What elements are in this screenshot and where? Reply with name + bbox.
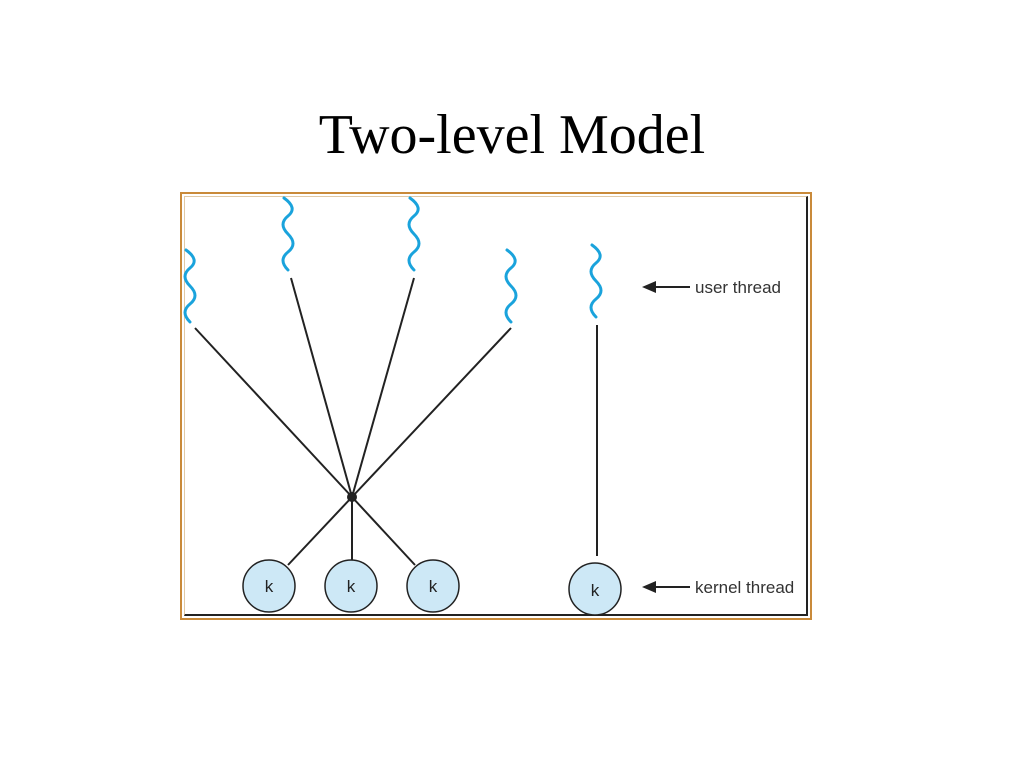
user-thread-wave-2 [281, 196, 295, 272]
connection-line-user-4 [351, 327, 512, 498]
connection-line-user-3 [351, 277, 415, 498]
kernel-thread-circle [568, 562, 622, 616]
kernel-thread-annotation: kernel thread [642, 578, 794, 597]
slide-title: Two-level Model [318, 104, 706, 166]
kernel-thread-letter: k [347, 577, 356, 596]
kernel-threads: k k k k [242, 559, 622, 616]
kernel-thread-arrow-icon [642, 581, 656, 593]
kernel-thread-1: k [242, 559, 296, 613]
user-thread-wave-3 [407, 196, 421, 272]
kernel-thread-label: kernel thread [695, 578, 794, 597]
many-to-many-connections [194, 277, 598, 566]
connection-line-user-2 [290, 277, 353, 498]
kernel-thread-circle [324, 559, 378, 613]
user-thread-annotation: user thread [642, 278, 781, 297]
user-thread-wave-1 [183, 248, 197, 324]
figure-frame [180, 192, 812, 620]
connection-line-user-1 [194, 327, 353, 498]
kernel-thread-letter: k [265, 577, 274, 596]
user-thread-wave-4 [504, 248, 518, 324]
connection-line-kernel-1 [287, 496, 353, 566]
multiplexer-junction-point [347, 492, 357, 502]
kernel-thread-letter: k [429, 577, 438, 596]
user-thread-arrow-icon [642, 281, 656, 293]
kernel-thread-4: k [568, 562, 622, 616]
user-thread-wave-5 [589, 243, 603, 319]
connection-line-kernel-3 [351, 496, 416, 566]
kernel-thread-circle [406, 559, 460, 613]
user-thread-label: user thread [695, 278, 781, 297]
kernel-thread-3: k [406, 559, 460, 613]
kernel-thread-circle [242, 559, 296, 613]
user-threads [183, 196, 603, 324]
figure-inner-border [184, 196, 808, 616]
kernel-thread-2: k [324, 559, 378, 613]
kernel-thread-letter: k [591, 581, 600, 600]
